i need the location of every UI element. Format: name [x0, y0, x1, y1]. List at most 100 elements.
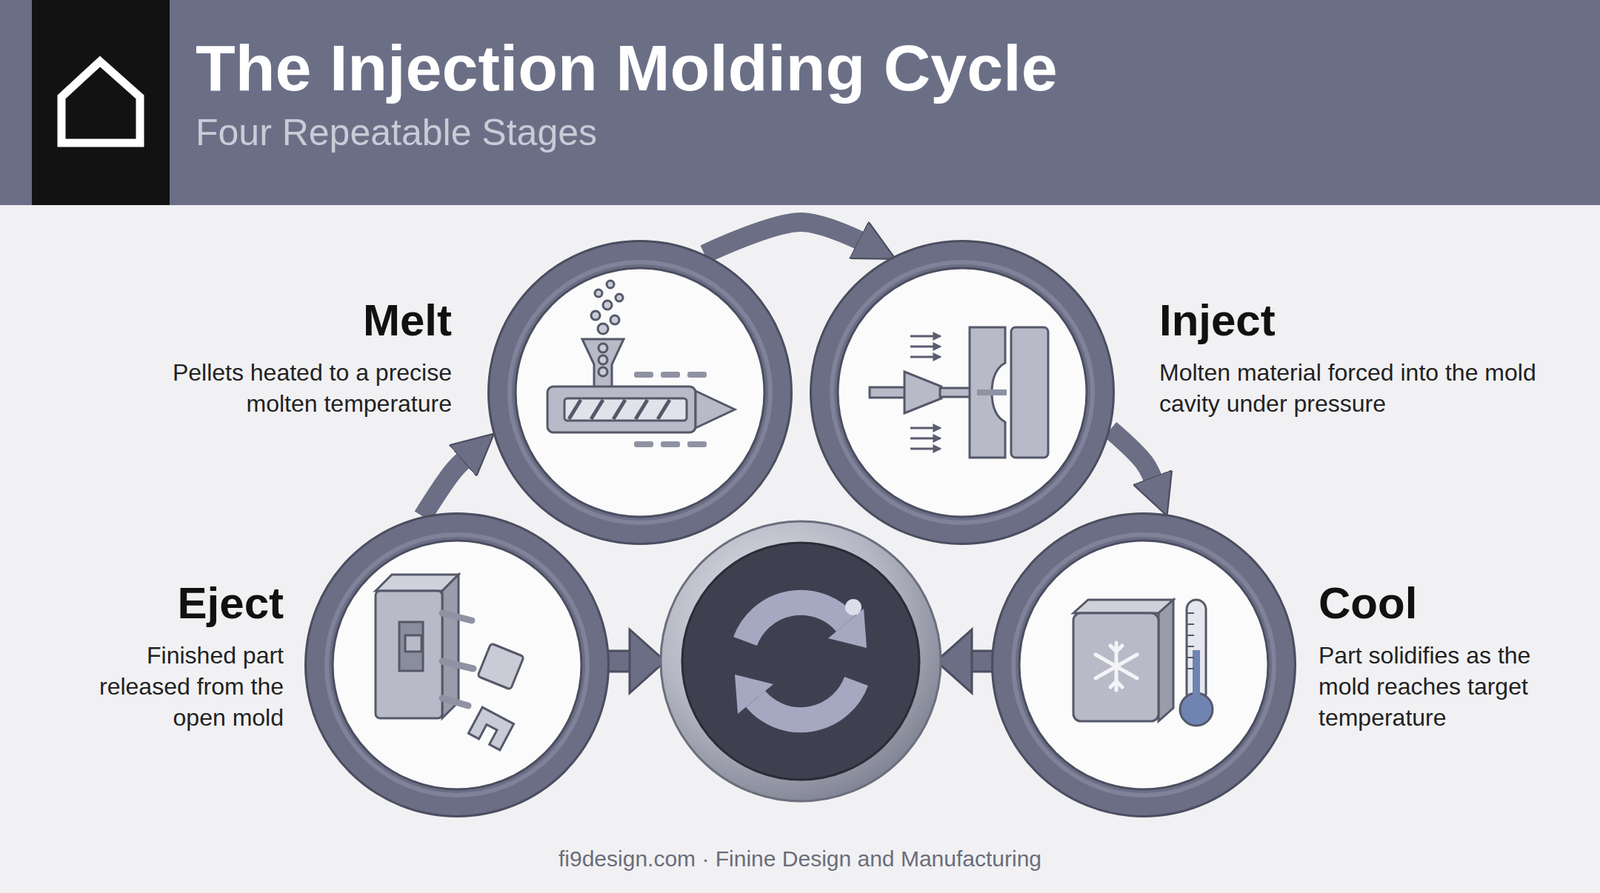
stage-disks	[514, 266, 766, 519]
stage-ring: EjectFinished part released from the ope…	[304, 512, 610, 818]
caption: fi9design.com · Finine Design and Manufa…	[0, 845, 1600, 873]
extruder-icon	[547, 280, 735, 448]
extruder-icon	[598, 343, 608, 353]
ring-outline	[319, 527, 595, 803]
cooling-icon	[1186, 645, 1195, 648]
stage-text: MeltPellets heated to a precise molten t…	[103, 296, 452, 420]
cooling-icon	[1095, 642, 1138, 691]
extruder-icon	[635, 400, 648, 420]
stage-disks	[331, 539, 583, 792]
cooling-icon	[1186, 668, 1195, 670]
extruder-icon	[591, 280, 623, 377]
cooling-icon	[1186, 623, 1195, 626]
extruder-icon	[634, 371, 654, 378]
injection-icon	[910, 335, 940, 338]
stage-heading: Inject	[1159, 296, 1545, 346]
extruder-icon	[598, 355, 608, 365]
ejection-icon	[442, 698, 469, 706]
cycle-symbol	[845, 599, 862, 616]
extruder-icon	[591, 311, 600, 320]
cycle-symbol	[660, 521, 941, 802]
extruder-icon	[610, 315, 620, 325]
cooling-icon	[1116, 645, 1123, 652]
injection-icon	[910, 356, 940, 359]
ejection-icon	[442, 613, 474, 706]
extruder-icon	[634, 371, 707, 448]
stage-ring: CoolPart solidifies as the mold reaches …	[991, 512, 1297, 818]
stage-description: Finished part released from the open mol…	[61, 640, 284, 735]
ring-outline	[1005, 527, 1282, 803]
ring-outline	[332, 540, 582, 790]
cycle-symbol	[828, 608, 867, 649]
cycle-symbol	[745, 602, 846, 642]
house-icon	[31, 0, 170, 206]
extruder-icon	[613, 400, 626, 420]
stage-text: CoolPart solidifies as the mold reaches …	[1318, 579, 1571, 735]
stage-text: EjectFinished part released from the ope…	[61, 579, 284, 735]
cycle-arrow	[422, 455, 469, 517]
cooling-icon	[1073, 600, 1213, 726]
ring-outline	[824, 254, 1100, 531]
ring-outline	[304, 512, 610, 818]
ring-outline	[811, 241, 1115, 545]
ejection-icon	[442, 661, 474, 669]
extruder-icon	[591, 400, 603, 420]
ring-outline	[809, 240, 1115, 546]
cooling-icon	[1158, 600, 1174, 722]
extruder-icon	[695, 391, 735, 429]
ring-outline	[992, 514, 1296, 818]
cycle-symbol	[682, 542, 920, 780]
ring-outline	[305, 514, 609, 818]
ring-outline	[487, 240, 793, 546]
extruder-icon	[634, 441, 654, 448]
extruder-icon	[547, 386, 696, 433]
injection-icon	[910, 437, 940, 440]
extruder-icon	[597, 323, 609, 335]
ring-outline	[1019, 540, 1269, 790]
ejection-icon	[405, 635, 422, 652]
ring-outline	[515, 268, 765, 518]
extruder-icon	[594, 289, 603, 298]
subtitle-area: Four Repeatable Stages	[195, 112, 598, 154]
ring-outline	[502, 254, 778, 531]
cycle-arrow	[1110, 429, 1156, 486]
extruder-icon	[615, 294, 623, 302]
extruder-icon	[660, 371, 680, 378]
ejection-icon	[375, 574, 524, 751]
cooling-icon	[1073, 613, 1159, 722]
injection-icon	[910, 336, 940, 449]
cooling-icon	[1186, 612, 1195, 615]
ejection-icon	[477, 643, 524, 690]
cycle-arrow	[704, 222, 866, 255]
cooling-icon	[1186, 634, 1195, 637]
cooling-icon	[1192, 650, 1200, 710]
extruder-icon	[564, 398, 687, 421]
logo-block	[31, 0, 170, 206]
extruder-icon	[687, 441, 707, 448]
stage-disks	[836, 266, 1089, 519]
stage-description: Part solidifies as the mold reaches targ…	[1318, 640, 1571, 735]
title: The Injection Molding Cycle	[195, 32, 1058, 105]
extruder-icon	[568, 400, 581, 420]
extruder-icon	[582, 339, 624, 389]
cycle-symbol	[755, 681, 857, 720]
cooling-icon	[1116, 681, 1123, 688]
injection-icon	[869, 387, 907, 398]
ring-outline	[1013, 534, 1275, 796]
injection-icon	[910, 448, 940, 451]
ring-outline	[509, 262, 771, 523]
cooling-icon	[1095, 654, 1138, 679]
injection-icon	[1011, 327, 1049, 458]
extruder-icon	[602, 300, 612, 310]
extruder-icon	[606, 280, 615, 289]
stage-description: Molten material forced into the mold cav…	[1159, 357, 1545, 420]
stage-ring: InjectMolten material forced into the mo…	[809, 240, 1115, 546]
stage-disks	[1017, 539, 1270, 792]
cooling-icon	[1186, 657, 1195, 659]
cooling-icon	[1095, 654, 1138, 679]
cooling-icon	[1186, 613, 1195, 669]
cycle-symbol	[660, 521, 941, 802]
injection-icon	[910, 345, 940, 349]
ejection-icon	[399, 622, 423, 672]
ring-outline	[831, 262, 1093, 523]
